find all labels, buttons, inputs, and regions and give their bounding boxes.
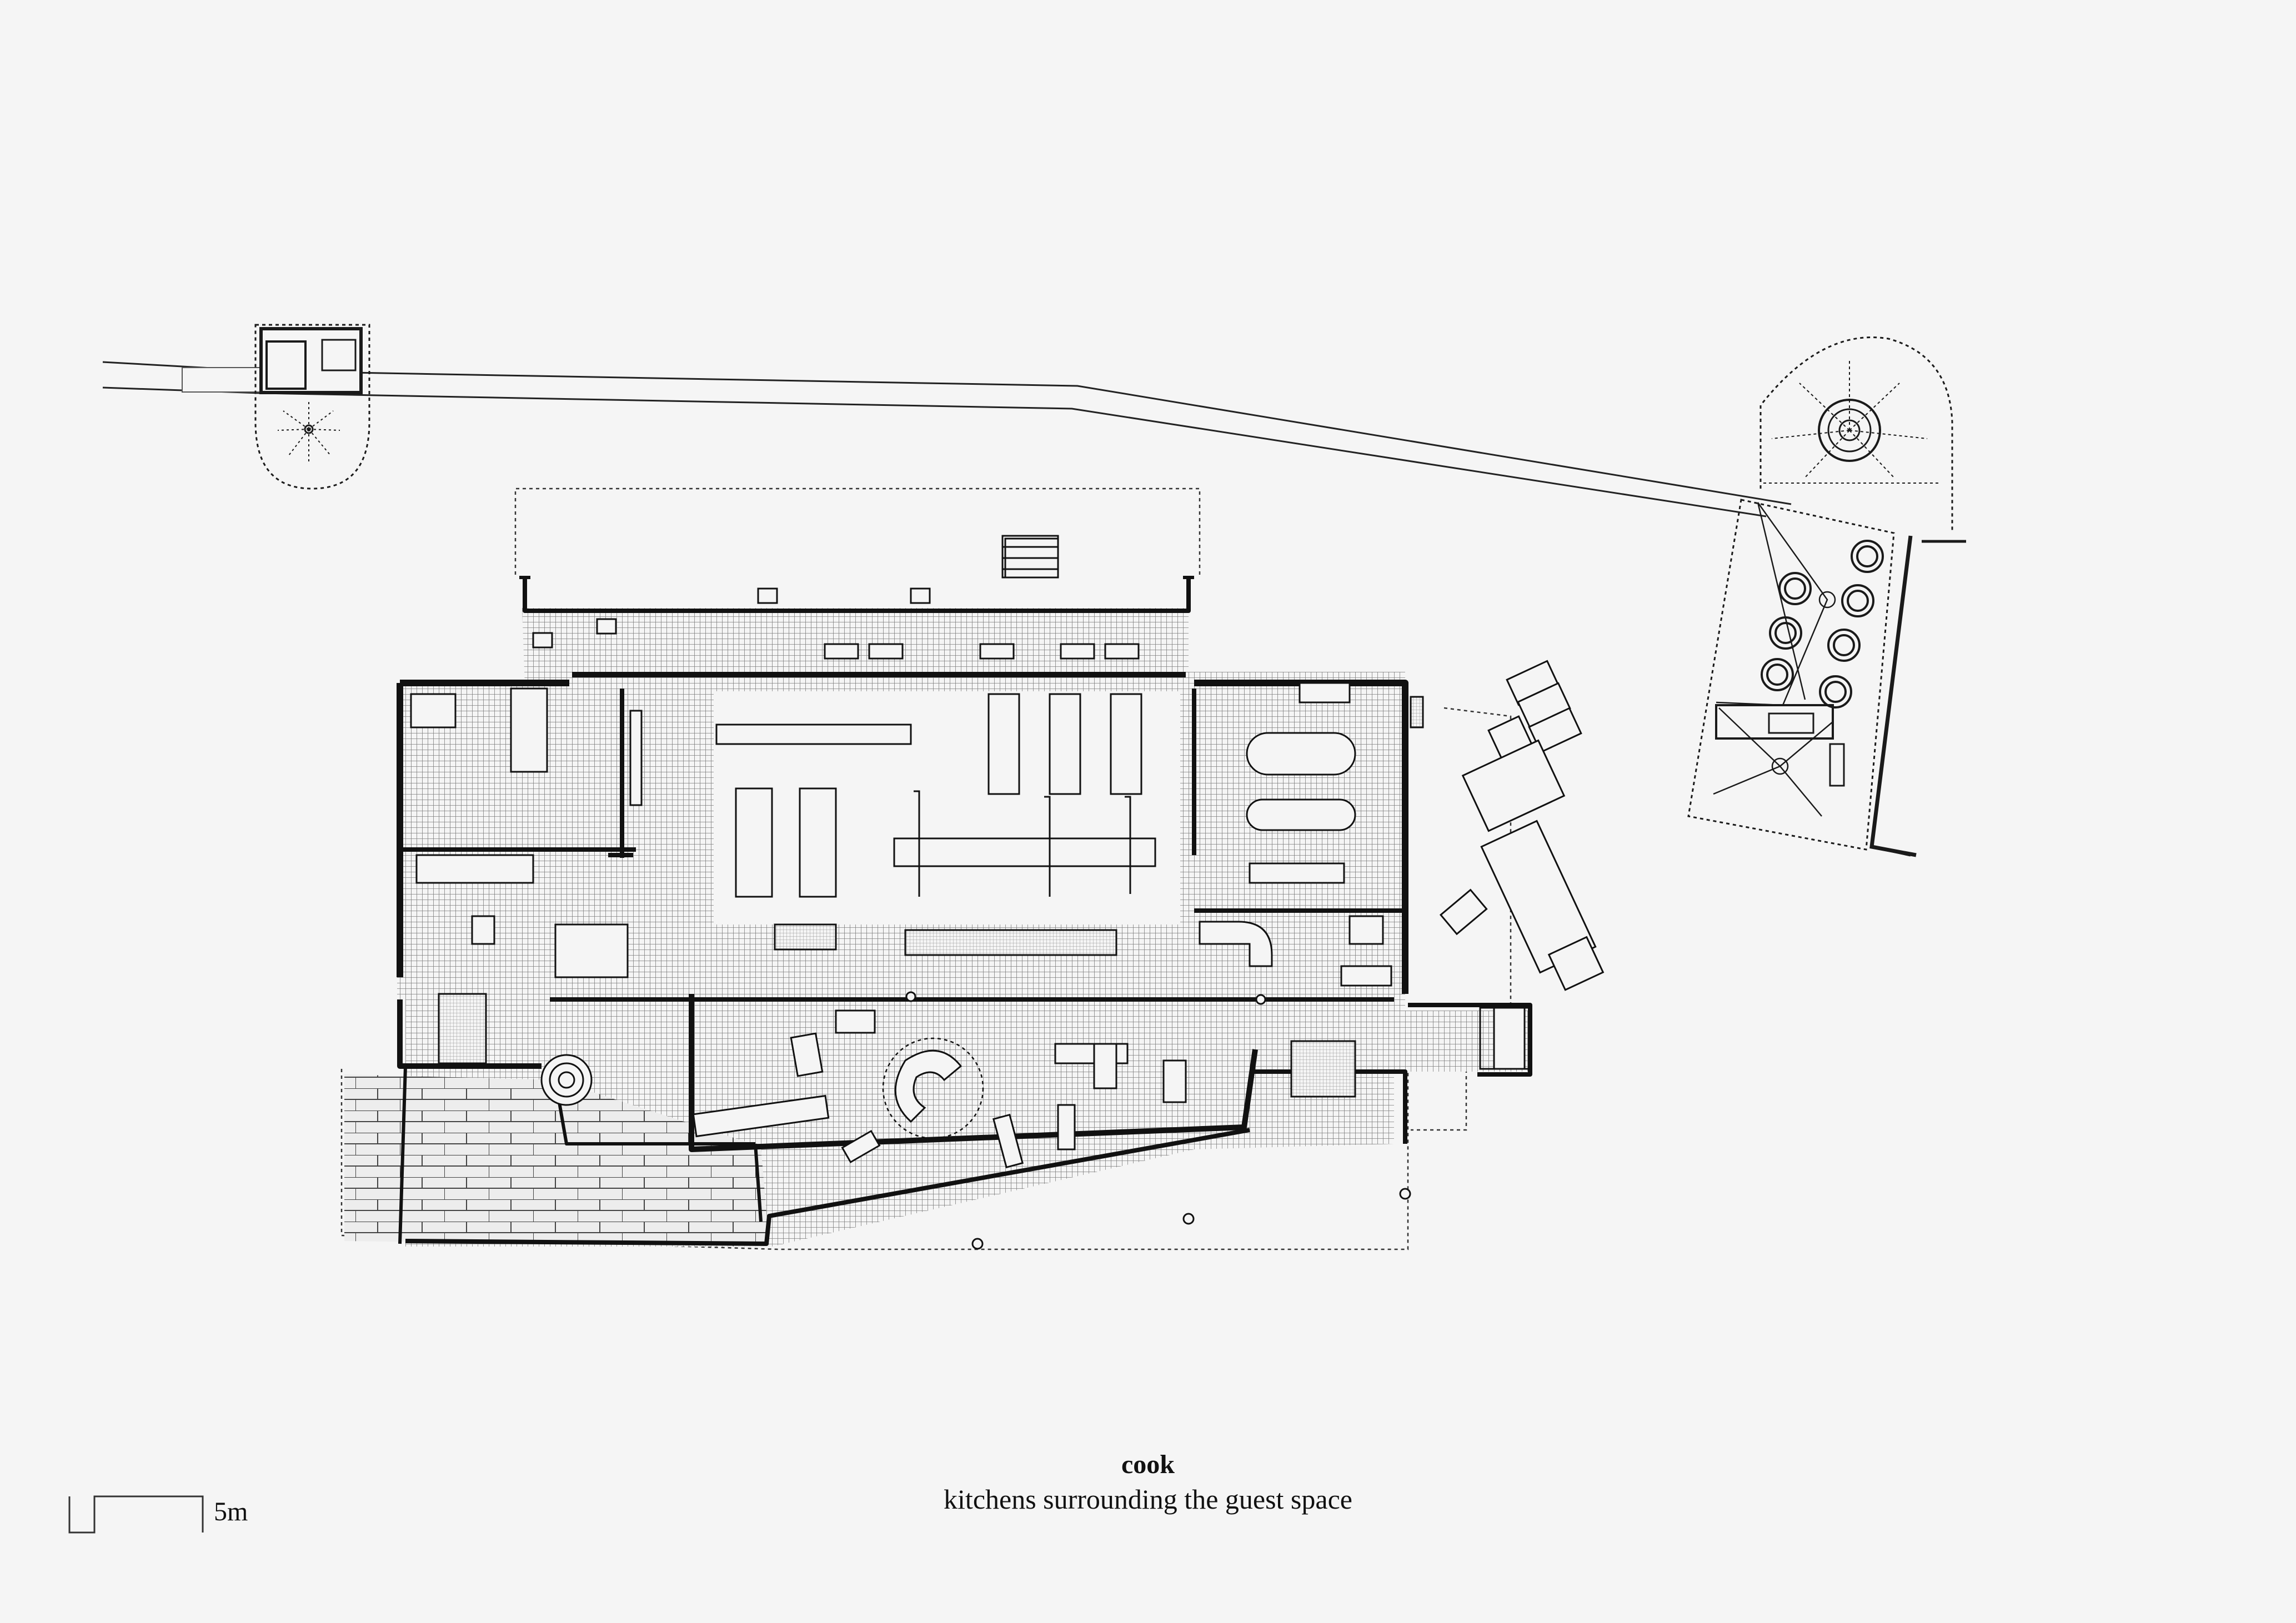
outdoor-elements	[1439, 660, 1605, 991]
round-pavilion-right	[1687, 336, 1966, 857]
scale-bar	[68, 1495, 204, 1534]
caption-subtitle: kitchens surrounding the guest space	[944, 1484, 1352, 1515]
building-walls	[397, 576, 1532, 1246]
pathway-lines	[102, 361, 1792, 517]
dining-tables	[715, 693, 1156, 956]
scale-bar-label: 5m	[214, 1497, 248, 1526]
small-pavilion-left	[254, 324, 370, 490]
columns	[905, 991, 1411, 1250]
lounge-furniture	[692, 1009, 1187, 1169]
caption-title: cook	[1121, 1450, 1175, 1479]
terrace-tables	[532, 535, 1140, 660]
stairs	[438, 537, 1531, 1106]
kitchen-left	[410, 687, 643, 978]
drawing-caption: cook kitchens surrounding the guest spac…	[815, 1448, 1481, 1517]
kitchen-right	[1199, 682, 1392, 987]
